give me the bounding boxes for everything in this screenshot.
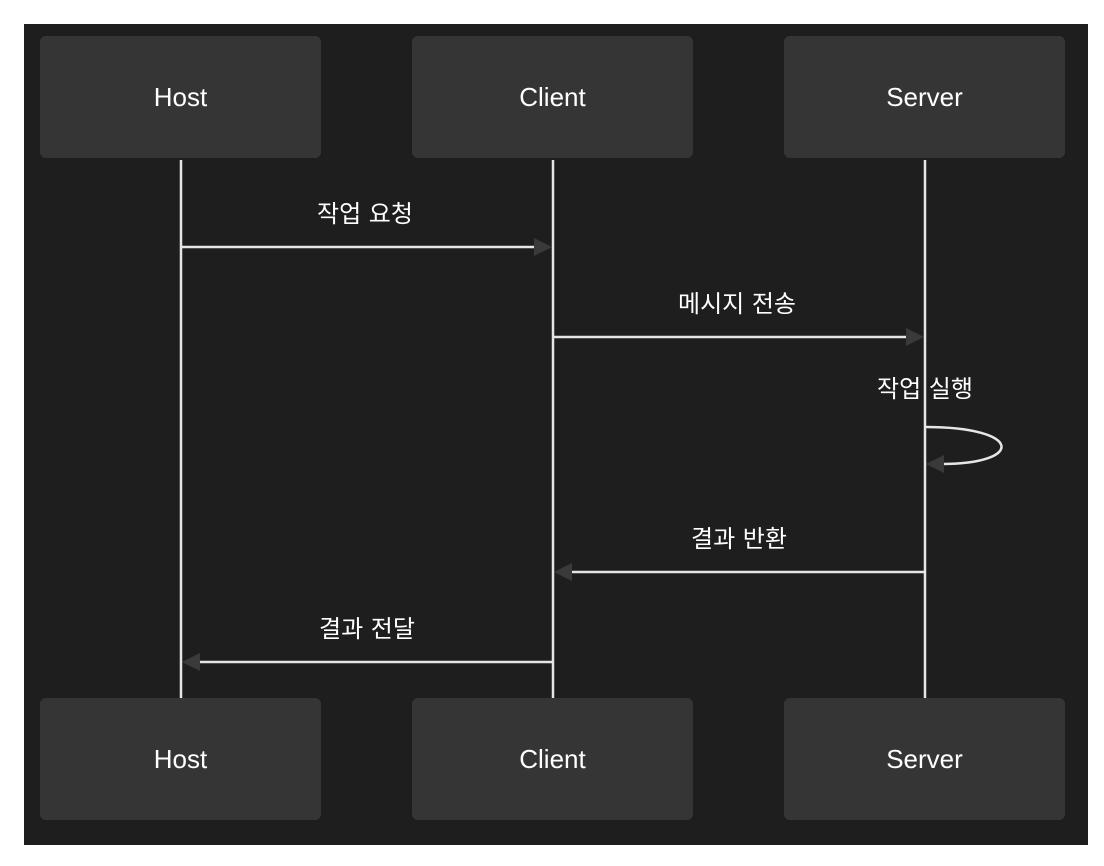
actor-host-top: Host <box>40 36 321 158</box>
actor-client-top: Client <box>412 36 693 158</box>
arrowhead-3 <box>926 455 944 473</box>
message-label-4: 결과 반환 <box>691 525 787 553</box>
arrowhead-2 <box>906 328 924 346</box>
message-label-5: 결과 전달 <box>319 615 415 643</box>
sequence-diagram: Host Client Server Host Client Server 작업… <box>24 24 1088 845</box>
actor-label: Host <box>153 81 208 112</box>
actor-label: Host <box>153 743 208 774</box>
actor-label: Server <box>886 743 963 774</box>
arrowhead-1 <box>534 238 552 256</box>
diagram-lines <box>179 160 1003 698</box>
actor-client-bottom: Client <box>412 698 693 820</box>
actor-label: Server <box>886 81 963 112</box>
message-label-1: 작업 요청 <box>317 200 413 228</box>
message-label-3: 작업 실행 <box>877 375 973 403</box>
actor-server-bottom: Server <box>784 698 1065 820</box>
actor-host-bottom: Host <box>40 698 321 820</box>
actor-label: Client <box>519 743 586 774</box>
message-arrow-3 <box>924 425 1003 466</box>
actor-server-top: Server <box>784 36 1065 158</box>
message-label-2: 메시지 전송 <box>677 290 797 318</box>
actor-label: Client <box>519 81 586 112</box>
arrowhead-4 <box>554 563 572 581</box>
arrowhead-5 <box>182 653 200 671</box>
